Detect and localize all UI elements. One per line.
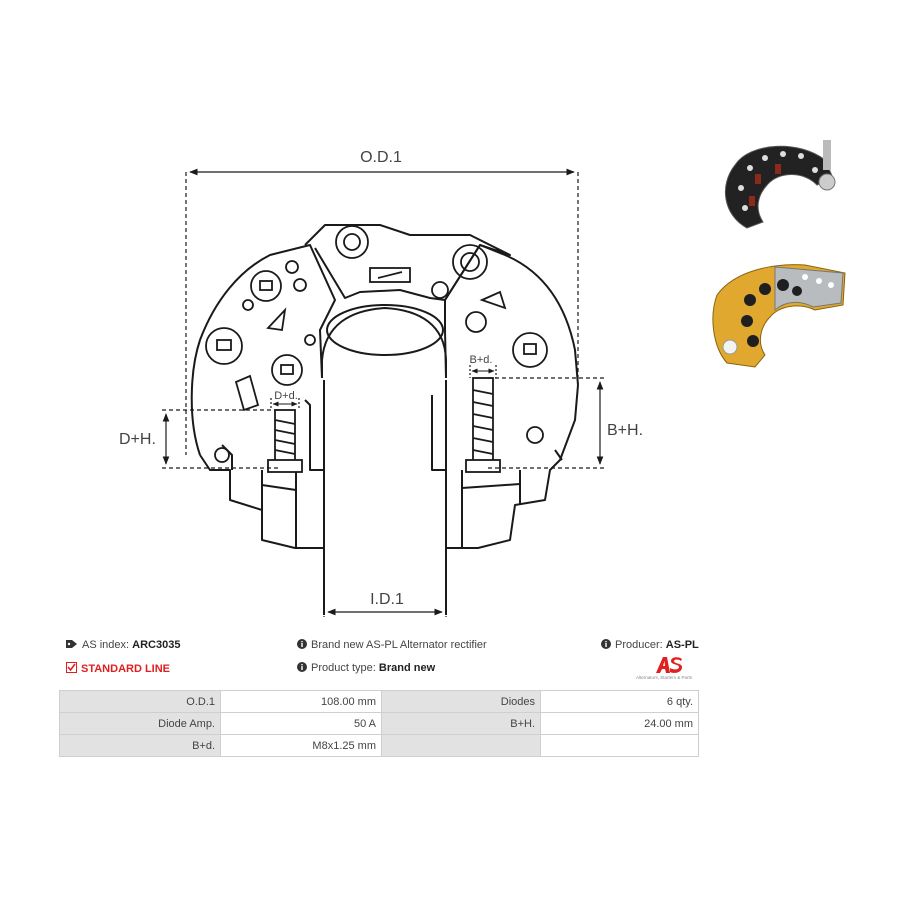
right-bolt	[465, 377, 501, 473]
info-icon	[297, 662, 307, 675]
spec-label: O.D.1	[59, 690, 221, 713]
rectifier-features	[205, 225, 548, 463]
table-row: B+d. M8x1.25 mm	[59, 734, 699, 757]
spec-label	[381, 734, 541, 757]
table-row: Diode Amp. 50 A B+H. 24.00 mm	[59, 712, 699, 735]
product-photo-bottom	[712, 264, 846, 368]
spec-label: B+d.	[59, 734, 221, 757]
tag-icon	[66, 639, 78, 652]
bd-label: B+d.	[470, 354, 493, 366]
product-photo-top	[724, 140, 836, 229]
standard-line-label: STANDARD LINE	[81, 663, 171, 675]
spec-value: M8x1.25 mm	[220, 734, 382, 757]
as-index-value: ARC3035	[132, 639, 181, 651]
spec-label: Diode Amp.	[59, 712, 221, 735]
dimension-lines	[162, 168, 604, 617]
spec-label: B+H.	[381, 712, 541, 735]
description: Brand new AS-PL Alternator rectifier	[297, 639, 487, 652]
as-index: AS index: ARC3035	[66, 639, 180, 652]
spec-value: 108.00 mm	[220, 690, 382, 713]
logo-tagline: Alternators, Starters & Parts	[636, 675, 693, 680]
producer-label: Producer:	[615, 639, 663, 651]
product-type: Product type: Brand new	[297, 662, 435, 675]
spec-value: 50 A	[220, 712, 382, 735]
description-text: Brand new AS-PL Alternator rectifier	[311, 639, 487, 651]
checkbox-icon	[66, 662, 77, 676]
left-bolt	[267, 409, 303, 473]
spec-value: 6 qty.	[540, 690, 699, 713]
producer-value: AS-PL	[665, 639, 699, 651]
as-logo-mark	[656, 657, 682, 673]
specs-table: O.D.1 108.00 mm Diodes 6 qty. Diode Amp.…	[59, 690, 699, 757]
info-icon	[297, 639, 307, 652]
bh-label: B+H.	[607, 422, 643, 439]
product-type-value: Brand new	[378, 662, 436, 674]
od-label: O.D.1	[360, 149, 402, 166]
product-type-label: Product type:	[311, 662, 376, 674]
spec-value: 24.00 mm	[540, 712, 699, 735]
spec-value	[540, 734, 699, 757]
as-index-label: AS index:	[82, 639, 130, 651]
dh-label: D+H.	[119, 431, 156, 448]
table-row: O.D.1 108.00 mm Diodes 6 qty.	[59, 690, 699, 713]
rectifier-outline	[190, 224, 579, 615]
dd-label: D+d.	[274, 390, 298, 402]
id-label: I.D.1	[370, 591, 404, 608]
standard-line: STANDARD LINE	[66, 662, 170, 676]
producer: Producer: AS-PL	[601, 639, 699, 652]
spec-label: Diodes	[381, 690, 541, 713]
rectifier-technical-drawing: O.D.1 I.D.1 D+H. B+H. D+d. B+d.	[119, 149, 643, 617]
as-pl-logo: Alternators, Starters & Parts	[636, 656, 700, 682]
info-icon	[601, 639, 611, 652]
